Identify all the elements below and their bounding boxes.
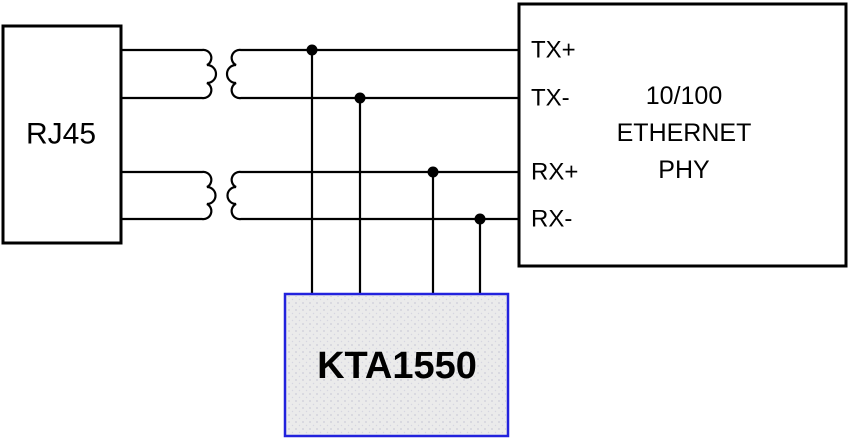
rj45-box xyxy=(1,24,123,245)
junction-dot-tx-plus xyxy=(306,44,318,56)
transformer-tx-secondary-winding xyxy=(225,48,518,100)
phy-pin-label-rx-plus: RX+ xyxy=(531,159,578,186)
junction-dot-rx-plus xyxy=(427,166,439,178)
phy-pin-label-rx-minus: RX- xyxy=(531,206,572,233)
junction-dot-rx-minus xyxy=(474,213,486,225)
phy-pin-label-tx-plus: TX+ xyxy=(531,37,576,64)
transformer-rx-secondary-winding xyxy=(226,170,518,221)
transformer-rx-primary-winding xyxy=(122,170,217,221)
junction-dot-tx-minus xyxy=(354,92,366,104)
phy-pin-label-tx-minus: TX- xyxy=(531,85,570,112)
phy-title-line-2: ETHERNET xyxy=(617,119,752,147)
junction-dot-group xyxy=(306,44,486,225)
phy-title-line-3: PHY xyxy=(658,156,710,184)
transformer-tx-primary-winding xyxy=(122,48,218,100)
phy-title-line-1: 10/100 xyxy=(646,82,722,110)
kta1550-box-texture xyxy=(287,296,506,434)
kta1550-label: KTA1550 xyxy=(317,345,477,387)
rj45-label: RJ45 xyxy=(26,118,96,151)
phy-box xyxy=(517,2,848,268)
wire-group xyxy=(122,48,518,295)
